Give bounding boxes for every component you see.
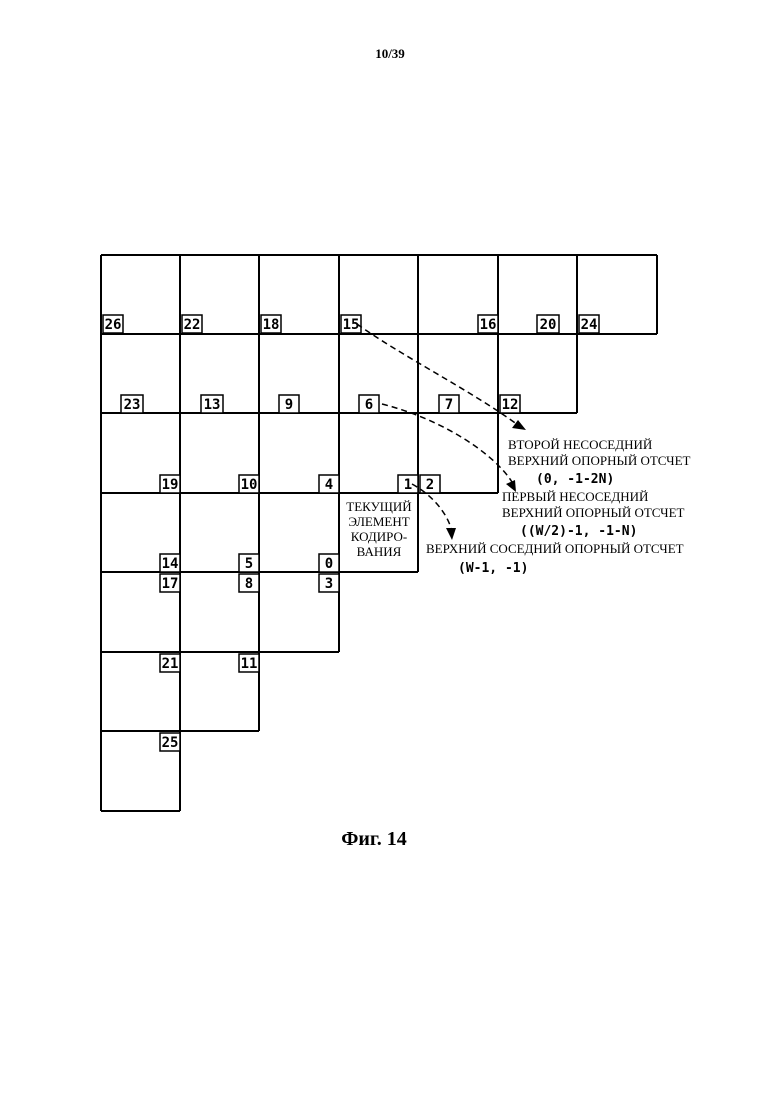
block-index: 11 <box>241 656 258 672</box>
block-label-23: 23 <box>121 395 143 413</box>
block-label-19: 19 <box>160 475 180 493</box>
arrow-second-nonadjacent <box>357 324 518 425</box>
block-index: 26 <box>105 317 122 333</box>
block-label-25: 25 <box>160 733 180 751</box>
block-index: 24 <box>581 317 598 333</box>
block-label-11: 11 <box>239 654 259 672</box>
callout-line: ПЕРВЫЙ НЕСОСЕДНИЙ <box>502 489 648 504</box>
block-index: 1 <box>404 477 412 493</box>
block-index: 23 <box>124 397 141 413</box>
block-label-9: 9 <box>279 395 299 413</box>
block-label-5: 5 <box>239 554 259 572</box>
callout-line: ВЕРХНИЙ ОПОРНЫЙ ОТСЧЕТ <box>502 505 685 520</box>
block-label-1: 1 <box>398 475 418 493</box>
block-index: 18 <box>263 317 280 333</box>
block-label-14: 14 <box>160 554 180 572</box>
block-label-4: 4 <box>319 475 339 493</box>
block-index: 7 <box>445 397 453 413</box>
block-index: 13 <box>204 397 221 413</box>
block-index: 22 <box>184 317 201 333</box>
block-index: 17 <box>162 576 179 592</box>
block-label-24: 24 <box>579 315 599 333</box>
block-index: 2 <box>426 477 434 493</box>
block-index: 21 <box>162 656 179 672</box>
block-label-8: 8 <box>239 574 259 592</box>
reference-arrows <box>357 324 518 528</box>
block-index: 3 <box>325 576 333 592</box>
callout-first-nonadjacent: ПЕРВЫЙ НЕСОСЕДНИЙ ВЕРХНИЙ ОПОРНЫЙ ОТСЧЕТ… <box>502 489 685 539</box>
callout-line: ВТОРОЙ НЕСОСЕДНИЙ <box>508 437 652 452</box>
block-label-26: 26 <box>103 315 123 333</box>
block-label-3: 3 <box>319 574 339 592</box>
callout-line: ВЕРХНИЙ СОСЕДНИЙ ОПОРНЫЙ ОТСЧЕТ <box>426 541 684 556</box>
block-index: 9 <box>285 397 293 413</box>
callout-coords: (0, -1-2N) <box>536 472 614 487</box>
block-label-18: 18 <box>261 315 281 333</box>
block-index: 12 <box>502 397 519 413</box>
current-block-label-line: КОДИРО- <box>351 529 407 544</box>
block-index: 4 <box>325 477 333 493</box>
block-label-17: 17 <box>160 574 180 592</box>
figure-caption: Фиг. 14 <box>0 828 748 851</box>
callout-line: ВЕРХНИЙ ОПОРНЫЙ ОТСЧЕТ <box>508 453 691 468</box>
block-label-10: 10 <box>239 475 259 493</box>
block-label-16: 16 <box>478 315 498 333</box>
current-block-label: ТЕКУЩИЙ ЭЛЕМЕНТ КОДИРО- ВАНИЯ <box>346 499 411 559</box>
block-label-7: 7 <box>439 395 459 413</box>
block-label-20: 20 <box>537 315 559 333</box>
block-index: 19 <box>162 477 179 493</box>
block-label-12: 12 <box>500 395 520 413</box>
block-index: 10 <box>241 477 258 493</box>
callout-coords: (W-1, -1) <box>458 561 528 576</box>
current-block-label-line: ТЕКУЩИЙ <box>346 499 411 514</box>
current-block-label-line: ВАНИЯ <box>357 544 402 559</box>
callout-upper-adjacent: ВЕРХНИЙ СОСЕДНИЙ ОПОРНЫЙ ОТСЧЕТ (W-1, -1… <box>426 541 684 576</box>
block-index: 0 <box>325 556 333 572</box>
block-index: 14 <box>162 556 179 572</box>
block-index: 6 <box>365 397 373 413</box>
current-block-label-line: ЭЛЕМЕНТ <box>348 514 409 529</box>
block-index: 20 <box>540 317 557 333</box>
block-label-22: 22 <box>182 315 202 333</box>
block-index: 16 <box>480 317 497 333</box>
block-label-13: 13 <box>201 395 223 413</box>
block-label-0: 0 <box>319 554 339 572</box>
arrowhead-icon <box>446 528 456 540</box>
block-index: 5 <box>245 556 253 572</box>
callout-second-nonadjacent: ВТОРОЙ НЕСОСЕДНИЙ ВЕРХНИЙ ОПОРНЫЙ ОТСЧЕТ… <box>508 437 691 487</box>
arrow-first-nonadjacent <box>382 404 512 482</box>
block-index: 25 <box>162 735 179 751</box>
callout-coords: ((W/2)-1, -1-N) <box>520 524 637 539</box>
block-index: 8 <box>245 576 253 592</box>
block-label-21: 21 <box>160 654 180 672</box>
block-index: 15 <box>343 317 360 333</box>
block-label-6: 6 <box>359 395 379 413</box>
